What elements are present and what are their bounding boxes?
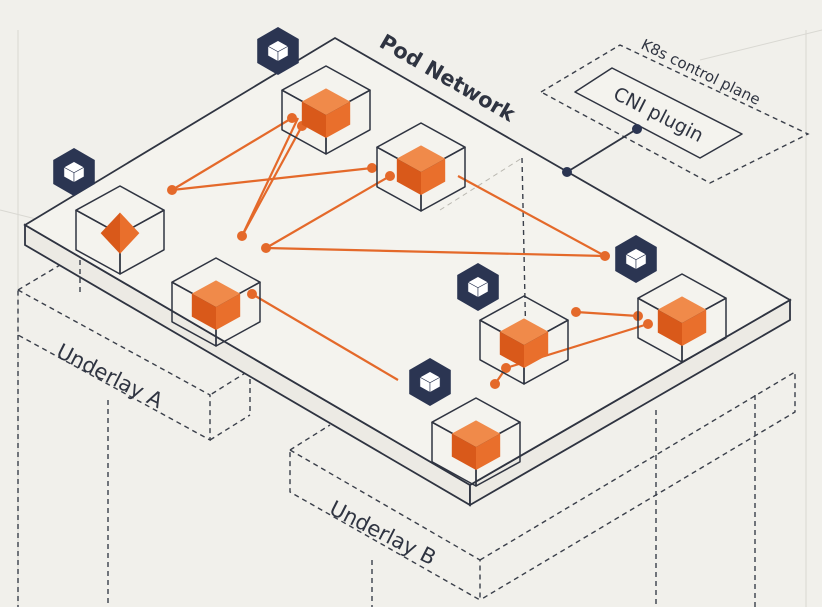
cube-icon-right bbox=[477, 281, 489, 298]
pod-top-center bbox=[281, 65, 371, 155]
link-dot bbox=[643, 319, 653, 329]
pod-cube-right bbox=[120, 212, 140, 254]
pod-cube-left bbox=[451, 433, 476, 470]
pod-frame-right bbox=[119, 209, 165, 275]
node-badge-center-right bbox=[457, 263, 499, 311]
pod-cube-right bbox=[326, 101, 351, 138]
pod-cube-right bbox=[682, 309, 707, 346]
node-badge-top bbox=[257, 27, 299, 75]
pod-cube-right bbox=[524, 331, 549, 368]
link-dot bbox=[261, 243, 271, 253]
cni-plugin-box bbox=[574, 67, 743, 159]
pod-cube-top bbox=[657, 296, 707, 323]
underlay-b-label: Underlay B bbox=[326, 496, 440, 570]
link bbox=[251, 293, 399, 381]
k8s-control-plane: K8s control plane CNI plugin bbox=[539, 35, 810, 184]
control-plane-connector bbox=[566, 128, 638, 173]
link-dot bbox=[167, 185, 177, 195]
link bbox=[265, 175, 391, 249]
link bbox=[575, 310, 639, 318]
node-badge-bottom bbox=[409, 358, 451, 406]
pod-frame-right bbox=[681, 297, 727, 363]
pod-cube-left bbox=[191, 293, 216, 330]
pod-center-left bbox=[171, 257, 261, 347]
pod-center-right bbox=[479, 295, 569, 385]
link-dot bbox=[367, 163, 377, 173]
link bbox=[265, 246, 606, 258]
link bbox=[171, 117, 293, 191]
cube-icon-right bbox=[73, 166, 85, 183]
pod-frame-right bbox=[325, 89, 371, 155]
pod-cube-top bbox=[191, 280, 241, 307]
pod-cube-right bbox=[216, 293, 241, 330]
link bbox=[457, 175, 606, 257]
link-dot bbox=[571, 307, 581, 317]
pod-cube-top bbox=[301, 88, 351, 115]
cube-icon-right bbox=[635, 253, 647, 270]
link-dot bbox=[600, 251, 610, 261]
pod-left bbox=[75, 185, 165, 275]
cube-icon-right bbox=[429, 376, 441, 393]
link bbox=[241, 125, 303, 237]
link-dot bbox=[237, 231, 247, 241]
pod-right bbox=[637, 273, 727, 363]
node-badges bbox=[53, 27, 657, 406]
underlay-a-label: Underlay A bbox=[53, 339, 168, 413]
link-dot bbox=[385, 171, 395, 181]
link-dot bbox=[490, 379, 500, 389]
pod-cube-left bbox=[657, 309, 682, 346]
pod-links bbox=[171, 117, 649, 385]
link-endpoints bbox=[167, 113, 653, 389]
connector-dot-top bbox=[632, 124, 642, 134]
pod-frame-right bbox=[420, 146, 466, 212]
pod-cube-left bbox=[100, 212, 120, 254]
pod-frame-right bbox=[523, 319, 569, 385]
pod-frame-right bbox=[475, 421, 521, 487]
link-dot bbox=[501, 363, 511, 373]
pod-cube-right bbox=[476, 433, 501, 470]
pods bbox=[75, 65, 727, 487]
link-dot bbox=[247, 289, 257, 299]
pod-cube-left bbox=[396, 158, 421, 195]
link-dot bbox=[287, 113, 297, 123]
connector-dot-bottom bbox=[562, 167, 572, 177]
pod-cube-left bbox=[499, 331, 524, 368]
pod-cube-right bbox=[421, 158, 446, 195]
node-badge-left bbox=[53, 148, 95, 196]
pod-network-plate: Pod Network bbox=[23, 30, 792, 507]
link bbox=[241, 117, 299, 237]
node-badge-right bbox=[615, 235, 657, 283]
pod-cube-left bbox=[301, 101, 326, 138]
pod-bottom bbox=[431, 397, 521, 487]
pod-upper-middle bbox=[376, 122, 466, 212]
pod-frame-right bbox=[215, 281, 261, 347]
cube-icon-right bbox=[277, 45, 289, 62]
